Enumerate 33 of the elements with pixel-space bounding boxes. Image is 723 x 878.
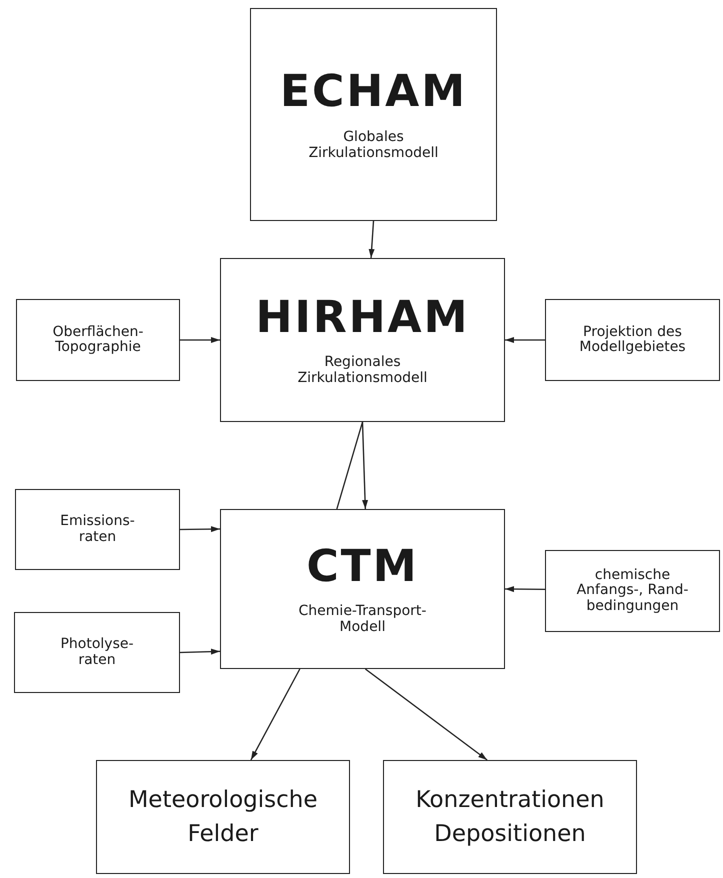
arrow (368, 220, 375, 258)
box-label: Projektion des Modellgebietes (578, 324, 687, 356)
model-description: Globales Zirkulationsmodell (308, 128, 440, 161)
arrow (505, 337, 545, 343)
process-box (545, 550, 720, 632)
arrow (180, 526, 220, 532)
arrow (180, 337, 220, 343)
box-label: chemische Anfangs-, Rand- bedingungen (576, 568, 690, 614)
arrow (180, 648, 220, 655)
process-box (383, 760, 637, 874)
process-box (15, 489, 180, 570)
model-name: ECHAM (280, 68, 467, 117)
model-name: CTM (306, 542, 419, 592)
model-description: Chemie-Transport- Modell (298, 603, 428, 636)
box-label: Meteorologische Felder (127, 786, 319, 849)
box-label: Emissions- raten (59, 514, 136, 545)
process-box (220, 258, 505, 422)
arrow (250, 668, 300, 760)
process-box (16, 299, 180, 381)
process-box (250, 8, 497, 221)
model-name: HIRHAM (256, 294, 470, 342)
box-label: Oberflächen- Topographie (52, 324, 144, 356)
box-label: Photolyse- raten (59, 637, 135, 668)
model-description: Regionales Zirkulationsmodell (296, 354, 428, 386)
process-box (14, 612, 180, 693)
arrow (364, 668, 488, 761)
process-box (545, 299, 720, 381)
process-box (220, 509, 505, 669)
box-label: Konzentrationen Depositionen (414, 786, 606, 849)
connector-line (336, 422, 364, 510)
process-box (96, 760, 350, 874)
arrow (505, 586, 545, 592)
arrow (362, 422, 368, 510)
